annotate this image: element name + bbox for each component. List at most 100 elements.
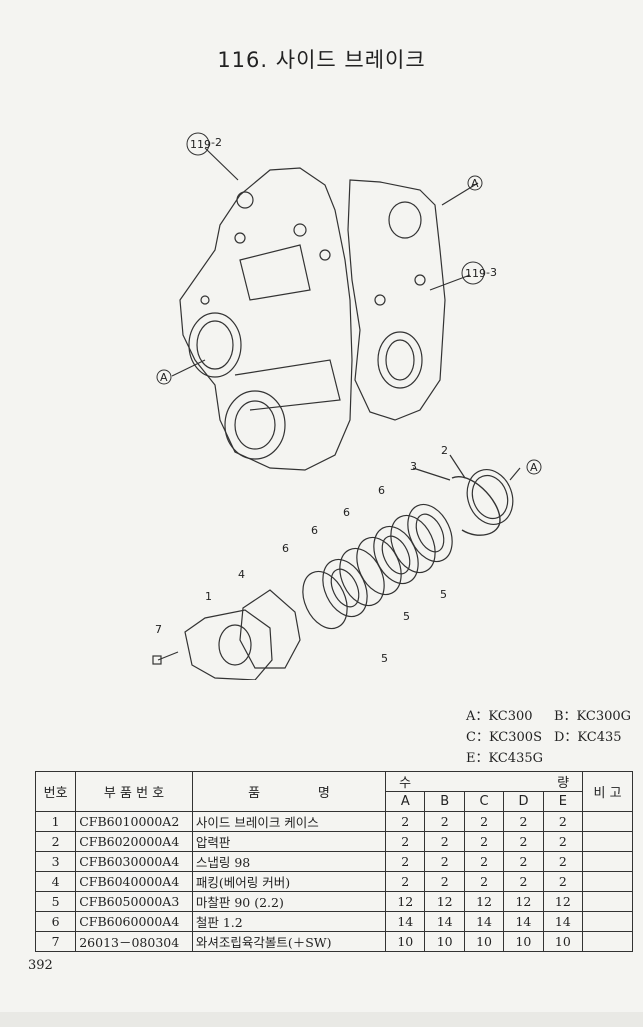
table-cell: 6	[34, 911, 77, 932]
table-cell: 스냅링 98	[191, 851, 387, 872]
table-cell: 압력판	[191, 831, 387, 852]
table-cell: 1	[34, 811, 77, 832]
page-title: 116. 사이드 브레이크	[217, 48, 426, 72]
table-cell	[582, 831, 633, 852]
table-cell: 26013－080304	[75, 931, 193, 952]
table-cell: CFB6010000A2	[75, 811, 193, 832]
table-cell: 3	[34, 851, 77, 872]
table-cell: 2	[542, 851, 584, 872]
table-cell: 10	[503, 931, 544, 952]
callout-6c: 6	[311, 524, 318, 537]
callout-5c: 5	[381, 652, 388, 665]
page-number: 392	[28, 958, 53, 973]
right-housing	[347, 179, 446, 421]
table-cell: 패킹(베어링 커버)	[191, 871, 387, 892]
table-cell: 14	[503, 911, 544, 932]
callout-7: 7	[155, 623, 162, 636]
table-cell: 14	[463, 911, 505, 932]
callout-5a: 5	[440, 588, 447, 601]
table-cell: 2	[424, 811, 465, 832]
table-cell	[582, 891, 633, 912]
table-cell: 2	[463, 851, 505, 872]
table-cell: 10	[385, 931, 426, 952]
callout-A-top: A	[471, 177, 479, 190]
table-cell: 14	[542, 911, 584, 932]
table-cell: 2	[542, 871, 584, 892]
callout-1: 1	[205, 590, 212, 603]
table-cell: 2	[463, 871, 505, 892]
table-cell	[582, 871, 633, 892]
callout-3: 3	[410, 460, 417, 473]
table-cell: 2	[385, 811, 426, 832]
callout-A-left: A	[160, 371, 168, 384]
table-cell: CFB6050000A3	[75, 891, 193, 912]
callout-6b: 6	[343, 506, 350, 519]
table-cell: 14	[385, 911, 426, 932]
table-cell: 12	[463, 891, 505, 912]
table-cell: 12	[542, 891, 584, 912]
table-cell: 2	[463, 831, 505, 852]
table-cell: 10	[542, 931, 584, 952]
table-cell: 10	[463, 931, 505, 952]
table-cell: CFB6040000A4	[75, 871, 193, 892]
table-cell: 12	[503, 891, 544, 912]
table-cell: 2	[385, 871, 426, 892]
table-cell: 12	[385, 891, 426, 912]
table-cell: 2	[542, 811, 584, 832]
table-cell	[582, 851, 633, 872]
callout-119-3: 119	[465, 267, 486, 280]
callout-2: 2	[441, 444, 448, 457]
table-cell: 2	[503, 831, 544, 852]
table-cell: 14	[424, 911, 465, 932]
table-cell: 와셔조립육각볼트(＋SW)	[191, 931, 387, 952]
disc-stack	[302, 503, 453, 630]
table-cell	[582, 931, 633, 952]
table-cell: 7	[34, 931, 77, 952]
table-cell: 2	[503, 851, 544, 872]
callout-6d: 6	[282, 542, 289, 555]
table-cell: 2	[385, 831, 426, 852]
table-cell: 2	[463, 811, 505, 832]
table-cell: 2	[503, 811, 544, 832]
left-housing	[179, 167, 353, 471]
table-cell: 2	[385, 851, 426, 872]
table-cell: 2	[424, 831, 465, 852]
table-cell: 2	[542, 831, 584, 852]
table-cell: 12	[424, 891, 465, 912]
svg-text:-3: -3	[486, 266, 497, 279]
table-cell: 4	[34, 871, 77, 892]
gasket	[239, 589, 301, 669]
callout-5b: 5	[403, 610, 410, 623]
table-cell: 사이드 브레이크 케이스	[191, 811, 387, 832]
table-cell: 철판 1.2	[191, 911, 387, 932]
table-cell: 10	[424, 931, 465, 952]
table-cell: 2	[424, 871, 465, 892]
table-cell	[582, 911, 633, 932]
table-cell	[582, 811, 633, 832]
svg-text:-2: -2	[211, 136, 222, 149]
table-cell: 5	[34, 891, 77, 912]
table-cell: 2	[34, 831, 77, 852]
table-cell: 마찰판 90 (2.2)	[191, 891, 387, 912]
table-cell: CFB6030000A4	[75, 851, 193, 872]
callout-4: 4	[238, 568, 245, 581]
callout-119-2: 119	[190, 138, 211, 151]
pressure-plate	[466, 469, 514, 525]
snap-ring	[451, 475, 501, 536]
table-cell: CFB6060000A4	[75, 911, 193, 932]
table-cell: 2	[503, 871, 544, 892]
table-cell: CFB6020000A4	[75, 831, 193, 852]
page-edge	[0, 1012, 643, 1027]
exploded-diagram: 119 -2 119 -3 A A A 2 3 4 1 7 5 5 5 6 6 …	[152, 132, 542, 680]
table-cell: 2	[424, 851, 465, 872]
callout-A-right: A	[530, 461, 538, 474]
